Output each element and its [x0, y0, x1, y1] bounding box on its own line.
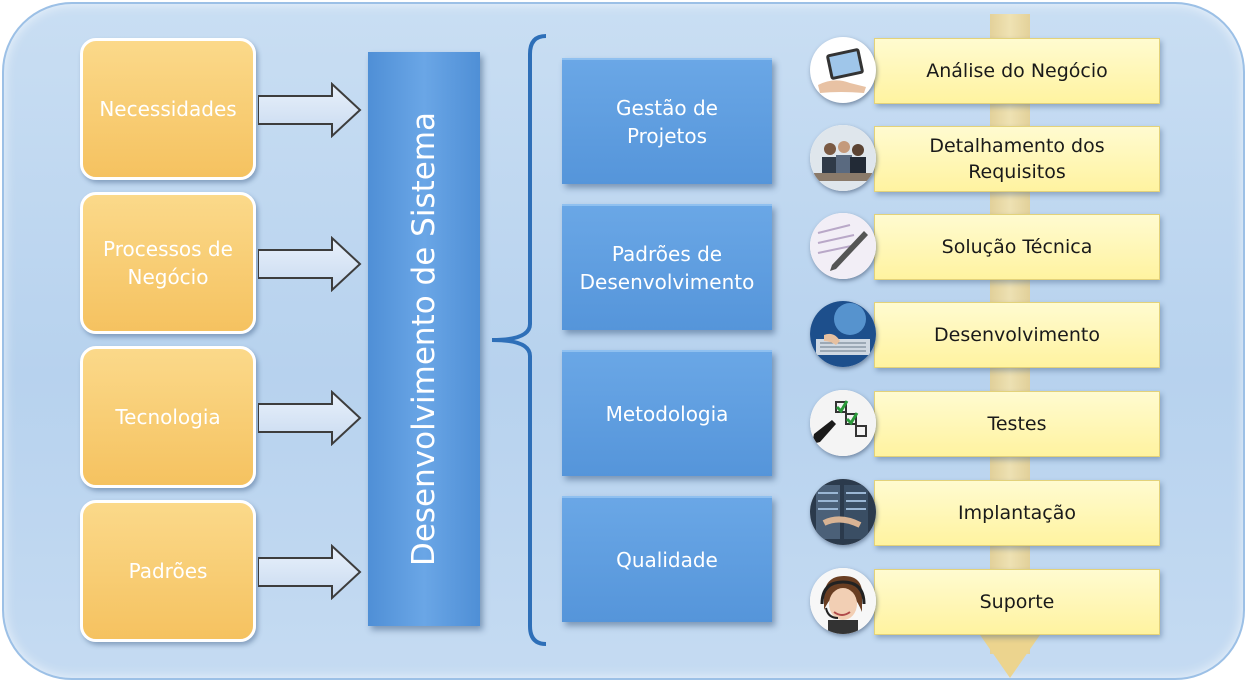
checklist-icon — [810, 390, 876, 456]
pillar-qualidade: Qualidade — [562, 496, 772, 622]
stage-label: Implantação — [958, 502, 1076, 524]
stage-implantacao: Implantação — [874, 480, 1160, 546]
pillar-gestao-projetos: Gestão de Projetos — [562, 58, 772, 184]
central-system-box: Desenvolvimento de Sistema — [368, 52, 480, 626]
pillar-label: Metodologia — [605, 402, 729, 426]
arrow-right-icon — [258, 544, 362, 600]
central-label: Desenvolvimento de Sistema — [406, 111, 442, 567]
input-label: Padrões — [128, 559, 208, 583]
stage-label: Análise do Negócio — [926, 60, 1108, 82]
stage-analise-negocio: Análise do Negócio — [874, 38, 1160, 104]
arrow-right-icon — [258, 390, 362, 446]
input-label: Tecnologia — [115, 405, 221, 429]
stage-label: Detalhamento dos Requisitos — [929, 135, 1105, 183]
curly-brace-icon — [491, 34, 547, 646]
arrow-right-icon — [258, 82, 362, 138]
pillar-metodologia: Metodologia — [562, 350, 772, 476]
pillar-label: Gestão de Projetos — [616, 96, 718, 148]
input-label: Processos de Negócio — [103, 237, 233, 289]
keyboard-icon — [810, 301, 876, 367]
tablet-hand-icon — [810, 37, 876, 103]
input-tecnologia: Tecnologia — [80, 346, 256, 488]
stage-detalhamento-requisitos: Detalhamento dos Requisitos — [874, 126, 1160, 192]
pillar-padroes-desenvolvimento: Padrões de Desenvolvimento — [562, 204, 772, 330]
server-icon — [810, 479, 876, 545]
stage-desenvolvimento: Desenvolvimento — [874, 302, 1160, 368]
pillar-label: Qualidade — [616, 548, 718, 572]
arrow-right-icon — [258, 236, 362, 292]
meeting-icon — [810, 125, 876, 191]
arrow-down-icon — [978, 632, 1042, 678]
support-headset-icon — [810, 568, 876, 634]
input-processos-negocio: Processos de Negócio — [80, 192, 256, 334]
stage-testes: Testes — [874, 391, 1160, 457]
stage-solucao-tecnica: Solução Técnica — [874, 214, 1160, 280]
input-label: Necessidades — [99, 97, 237, 121]
input-padroes: Padrões — [80, 500, 256, 642]
input-necessidades: Necessidades — [80, 38, 256, 180]
stage-label: Desenvolvimento — [934, 324, 1100, 346]
pen-paper-icon — [810, 213, 876, 279]
stage-label: Testes — [987, 413, 1047, 435]
stage-label: Solução Técnica — [941, 236, 1093, 258]
pillar-label: Padrões de Desenvolvimento — [579, 242, 755, 294]
stage-label: Suporte — [979, 591, 1055, 613]
stage-suporte: Suporte — [874, 569, 1160, 635]
